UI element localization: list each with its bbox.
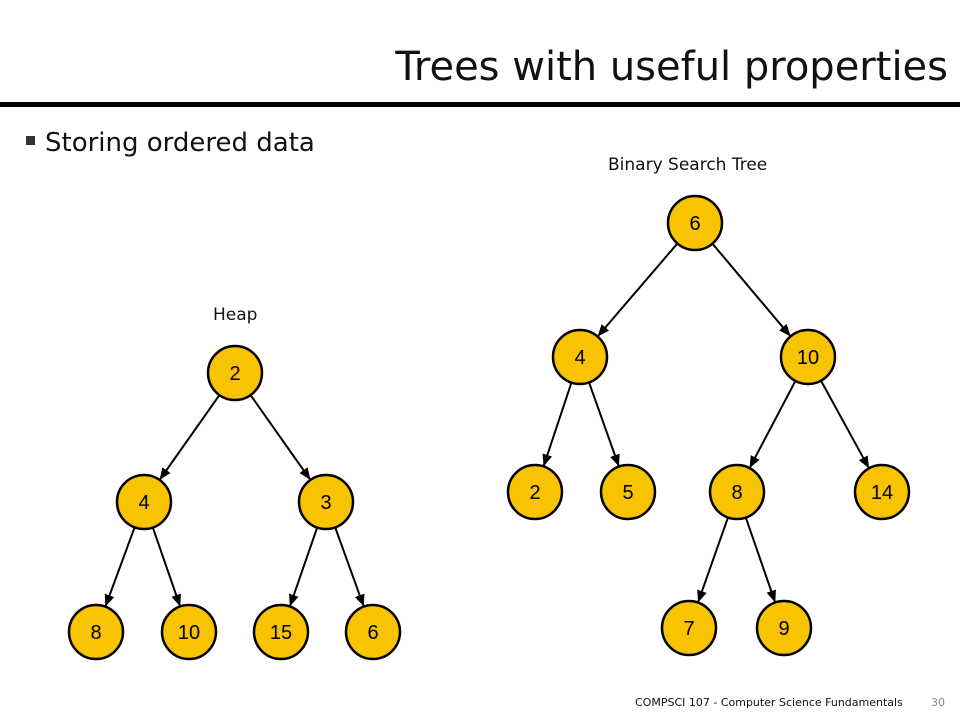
bst-node-6: 6 — [666, 194, 724, 252]
bst-node-circle — [599, 463, 657, 521]
bst-edge-b10-b14 — [820, 380, 870, 469]
heap-node-label: 3 — [320, 492, 331, 514]
bst-node-label: 9 — [778, 618, 789, 640]
heap-node-circle — [344, 603, 402, 661]
slide-footer: COMPSCI 107 - Computer Science Fundament… — [635, 696, 945, 709]
heap-node-15: 15 — [252, 603, 310, 661]
bst-node-2: 2 — [506, 463, 564, 521]
bst-node-circle — [666, 194, 724, 252]
bst-node-8: 8 — [708, 463, 766, 521]
heap-node-circle — [297, 473, 355, 531]
bst-node-label: 8 — [731, 482, 742, 504]
slide-title: Trees with useful properties — [395, 44, 948, 90]
binary-search-tree: 6 4 10 2 5 8 14 7 9 — [506, 194, 911, 657]
bst-node-circle — [506, 463, 564, 521]
heap-node-10: 10 — [160, 603, 218, 661]
bst-node-10: 10 — [779, 328, 837, 386]
bst-edge-b8-b9 — [744, 517, 776, 603]
heap-node-circle — [206, 344, 264, 402]
bst-node-label: 2 — [529, 482, 540, 504]
bst-edge-b10-b8 — [749, 380, 797, 469]
bst-node-label: 5 — [622, 482, 633, 504]
bst-node-label: 4 — [574, 347, 585, 369]
heap-node-label: 10 — [178, 622, 200, 644]
bst-edge-b4-b2 — [542, 382, 573, 467]
heap-tree: 2 4 3 8 10 15 6 — [67, 344, 402, 661]
bst-node-label: 10 — [797, 347, 819, 369]
heap-edge-h2-h3 — [249, 394, 311, 480]
heap-node-3: 3 — [297, 473, 355, 531]
bst-node-circle — [660, 599, 718, 657]
bst-node-circle — [779, 328, 837, 386]
heap-node-8: 8 — [67, 603, 125, 661]
heap-edge-h3-h15 — [289, 527, 319, 607]
heap-node-circle — [252, 603, 310, 661]
heap-node-label: 8 — [90, 622, 101, 644]
heap-node-circle — [115, 473, 173, 531]
bst-node-label: 14 — [871, 482, 893, 504]
bst-edge-b6-b4 — [597, 242, 679, 337]
bst-node-circle — [755, 599, 813, 657]
heap-node-6: 6 — [344, 603, 402, 661]
bst-node-label: 6 — [689, 213, 700, 235]
bst-node-9: 9 — [755, 599, 813, 657]
bst-node-circle — [853, 463, 911, 521]
bst-label: Binary Search Tree — [608, 155, 768, 175]
bst-edge-b4-b5 — [588, 382, 620, 467]
bst-node-5: 5 — [599, 463, 657, 521]
heap-node-4: 4 — [115, 473, 173, 531]
heap-node-2: 2 — [206, 344, 264, 402]
bst-node-label: 7 — [683, 618, 694, 640]
heap-edge-h3-h6 — [334, 527, 365, 607]
heap-label: Heap — [213, 305, 258, 325]
bst-edge-b6-b10 — [711, 242, 791, 337]
bullet-item: Storing ordered data — [26, 128, 315, 158]
title-underline — [0, 102, 960, 107]
heap-node-label: 2 — [229, 363, 240, 385]
footer-course-text: COMPSCI 107 - Computer Science Fundament… — [635, 696, 903, 709]
bst-edge-b8-b7 — [697, 517, 729, 603]
heap-edge-h4-h10 — [151, 527, 181, 607]
bst-node-circle — [551, 328, 609, 386]
heap-edge-h4-h8 — [104, 526, 136, 607]
bst-node-4: 4 — [551, 328, 609, 386]
bullet-text: Storing ordered data — [45, 128, 315, 158]
square-bullet-icon — [26, 136, 35, 145]
heap-node-label: 15 — [270, 622, 292, 644]
bst-node-14: 14 — [853, 463, 911, 521]
slide-number: 30 — [931, 696, 945, 709]
bst-node-7: 7 — [660, 599, 718, 657]
bst-node-circle — [708, 463, 766, 521]
heap-node-label: 6 — [367, 622, 378, 644]
heap-node-circle — [160, 603, 218, 661]
heap-node-circle — [67, 603, 125, 661]
heap-node-label: 4 — [138, 492, 149, 514]
heap-edge-h2-h4 — [159, 394, 221, 480]
